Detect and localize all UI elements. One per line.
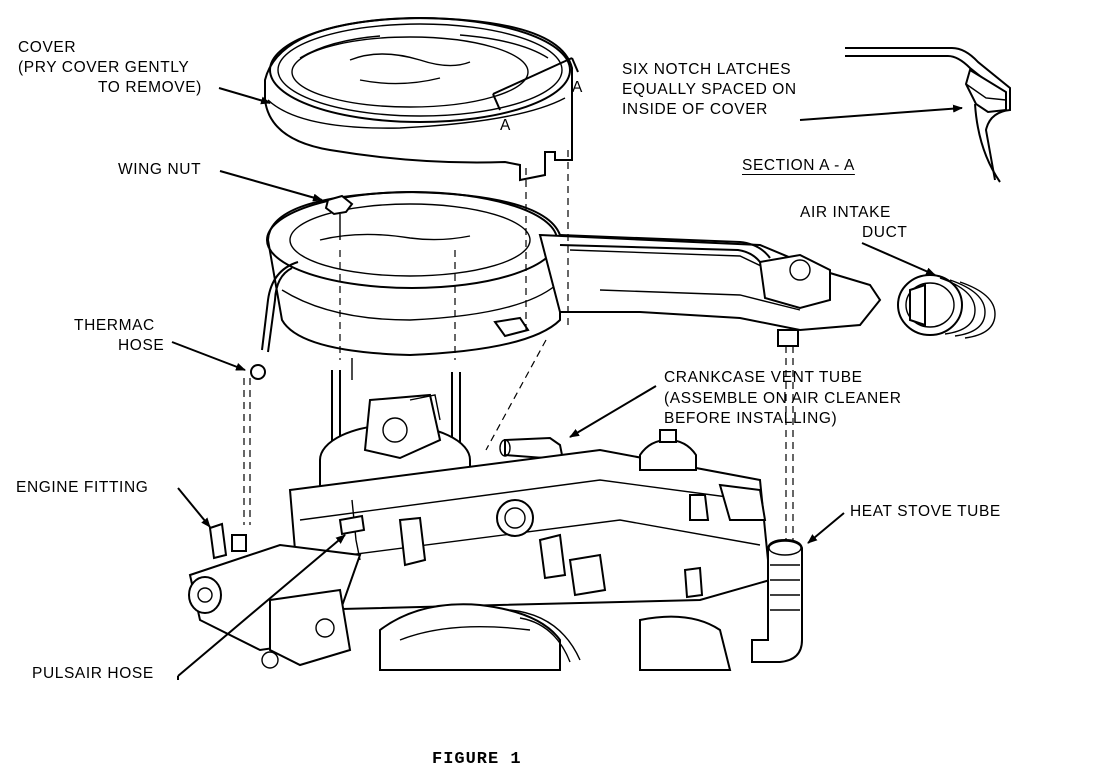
crankcase-label-line1: CRANKCASE VENT TUBE [664,369,863,386]
air-intake-label-line1: AIR INTAKE [800,204,891,221]
air-cleaner-base [266,190,882,357]
heat-stove-label: HEAT STOVE TUBE [850,503,1001,520]
cover-note-line1: (PRY COVER GENTLY [18,59,190,76]
air-intake-duct [897,274,996,339]
engine-block [188,358,803,671]
latches-label-line3: INSIDE OF COVER [622,101,768,118]
latches-label-line2: EQUALLY SPACED ON [622,81,797,98]
latches-label-line1: SIX NOTCH LATCHES [622,61,792,78]
section-mark-a-right: A [572,79,583,96]
crankcase-label-line2: (ASSEMBLE ON AIR CLEANER [664,390,902,407]
crankcase-label-line3: BEFORE INSTALLING) [664,410,838,427]
air-intake-label-line2: DUCT [862,224,908,241]
thermac-label-line2: HOSE [118,337,165,354]
cover-note-line2: TO REMOVE) [98,79,202,96]
cover-label: COVER [18,39,77,56]
engine-fitting-label: ENGINE FITTING [16,479,149,496]
section-detail [845,47,1011,183]
section-mark-a-left: A [500,117,511,134]
pulsair-label: PULSAIR HOSE [32,665,154,682]
figure-caption: FIGURE 1 [432,750,522,769]
alignment-lines [243,150,794,540]
thermac-label-line1: THERMAC [74,317,155,334]
section-label: SECTION A - A [742,157,855,174]
air-cleaner-cover [264,16,579,182]
thermac-hose [261,261,299,351]
wing-nut-label: WING NUT [118,161,202,178]
leader-lines [171,87,963,680]
